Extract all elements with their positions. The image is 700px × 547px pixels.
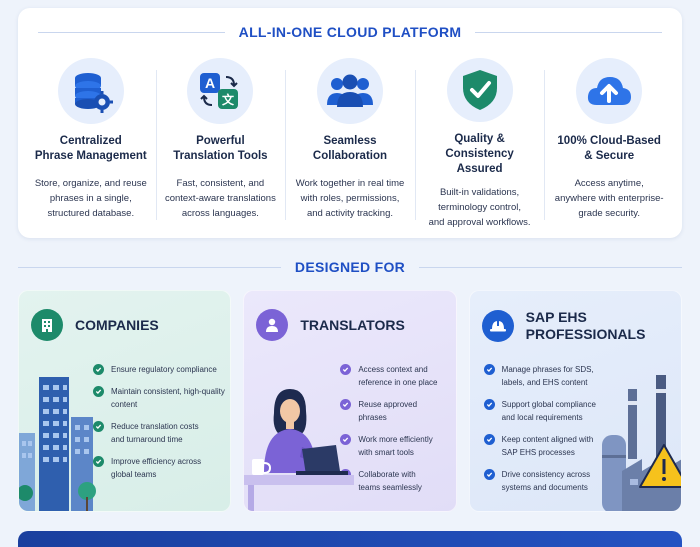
list-item-text: Support global compliance and local requ… <box>501 400 596 422</box>
list-item: Improve efficiency across global teams <box>93 455 230 481</box>
card-header: TRANSLATORS <box>256 309 405 341</box>
feature-description: Store, organize, and reuse phrases in a … <box>34 178 147 219</box>
feature-title: Centralized Phrase Management <box>34 135 147 162</box>
svg-text:A: A <box>205 75 215 91</box>
check-icon <box>93 364 104 375</box>
feature-description: Built-in validations, terminology contro… <box>428 187 531 228</box>
card-sap-ehs: SAP EHS PROFESSIONALS Manage phrases for… <box>468 290 682 512</box>
audience-cards: COMPANIES Ensure regulatory compliance M… <box>18 290 682 512</box>
feature-collaboration: Seamless Collaboration Work together in … <box>285 58 415 230</box>
user-icon <box>256 309 289 341</box>
shield-check-icon <box>446 58 513 122</box>
designed-for-title: DESIGNED FOR <box>294 259 406 275</box>
divider <box>419 266 683 268</box>
feature-title: 100% Cloud-Based & Secure <box>557 135 661 162</box>
check-icon <box>93 421 104 432</box>
check-icon <box>340 434 352 445</box>
check-icon <box>483 399 495 410</box>
list-item: Access context and reference in one plac… <box>340 363 452 389</box>
list-item-text: Reuse approved phrases <box>358 400 418 422</box>
feature-quality: Quality & Consistency Assured Built-in v… <box>414 58 545 230</box>
list-item-text: Access context and reference in one plac… <box>358 365 438 387</box>
building-icon <box>31 309 63 341</box>
list-item: Support global compliance and local requ… <box>483 398 614 424</box>
list-item: Collaborate with teams seamlessly <box>340 468 452 494</box>
platform-card: ALL-IN-ONE CLOUD PLATFORM <box>18 8 682 238</box>
translate-icon: A 文 <box>187 58 254 124</box>
card-companies: COMPANIES Ensure regulatory compliance M… <box>18 290 232 512</box>
factory-illustration <box>601 375 681 511</box>
benefit-list: Ensure regulatory compliance Maintain co… <box>93 363 230 490</box>
list-item-text: Keep content aligned with SAP EHS proces… <box>501 435 594 457</box>
feature-description: Work together in real time with roles, p… <box>295 178 405 219</box>
divider <box>38 31 225 33</box>
list-item-text: Drive consistency across systems and doc… <box>501 470 591 492</box>
check-icon <box>340 399 352 410</box>
list-item-text: Collaborate with teams seamlessly <box>358 470 422 492</box>
svg-text:文: 文 <box>222 92 235 107</box>
platform-title: ALL-IN-ONE CLOUD PLATFORM <box>238 24 462 40</box>
team-icon <box>316 58 383 124</box>
card-title: TRANSLATORS <box>300 316 405 333</box>
card-title: COMPANIES <box>75 316 159 333</box>
feature-description: Access anytime, anywhere with enterprise… <box>554 178 664 219</box>
divider <box>475 31 662 33</box>
card-header: COMPANIES <box>31 309 159 341</box>
feature-phrase-management: Centralized Phrase Management Store, org… <box>26 58 156 230</box>
card-header: SAP EHS PROFESSIONALS <box>481 309 646 343</box>
check-icon <box>483 469 495 480</box>
benefit-list: Manage phrases for SDS, labels, and EHS … <box>483 363 614 503</box>
list-item-text: Reduce translation costs and turnaround … <box>111 422 199 444</box>
hard-hat-icon <box>481 310 514 342</box>
card-title: SAP EHS PROFESSIONALS <box>525 309 646 342</box>
feature-list: Centralized Phrase Management Store, org… <box>26 58 674 230</box>
list-item: Reuse approved phrases <box>340 398 452 424</box>
feature-title: Powerful Translation Tools <box>173 135 268 162</box>
list-item: Ensure regulatory compliance <box>93 363 230 376</box>
list-item-text: Improve efficiency across global teams <box>111 457 202 479</box>
cloud-upload-icon <box>576 58 643 124</box>
check-icon <box>340 364 352 375</box>
benefit-list: Access context and reference in one plac… <box>340 363 452 503</box>
feature-translation-tools: A 文 Powerful Translation Tools Fast, con… <box>155 58 286 230</box>
platform-header: ALL-IN-ONE CLOUD PLATFORM <box>18 24 682 40</box>
list-item: Manage phrases for SDS, labels, and EHS … <box>483 363 614 389</box>
check-icon <box>483 364 495 375</box>
bottom-banner <box>18 531 682 547</box>
check-icon <box>483 434 495 445</box>
feature-title: Seamless Collaboration <box>312 135 388 162</box>
designed-for-header: DESIGNED FOR <box>0 259 700 275</box>
list-item-text: Maintain consistent, high-quality conten… <box>111 387 225 409</box>
list-item: Drive consistency across systems and doc… <box>483 468 614 494</box>
list-item-text: Manage phrases for SDS, labels, and EHS … <box>501 365 594 387</box>
check-icon <box>93 386 104 397</box>
list-item: Keep content aligned with SAP EHS proces… <box>483 433 614 459</box>
feature-title: Quality & Consistency Assured <box>445 132 514 175</box>
list-item: Reduce translation costs and turnaround … <box>93 420 230 446</box>
list-item: Work more efficiently with smart tools <box>340 433 452 459</box>
feature-cloud: 100% Cloud-Based & Secure Access anytime… <box>544 58 674 230</box>
city-buildings-illustration <box>19 377 96 511</box>
database-gear-icon <box>57 58 124 124</box>
list-item-text: Work more efficiently with smart tools <box>358 435 433 457</box>
list-item-text: Ensure regulatory compliance <box>111 365 217 374</box>
translator-at-laptop-illustration <box>244 389 355 511</box>
divider <box>18 266 281 268</box>
feature-description: Fast, consistent, and context-aware tran… <box>164 178 276 219</box>
list-item: Maintain consistent, high-quality conten… <box>93 385 230 411</box>
card-translators: TRANSLATORS Access context and reference… <box>243 290 457 512</box>
check-icon <box>93 456 104 467</box>
